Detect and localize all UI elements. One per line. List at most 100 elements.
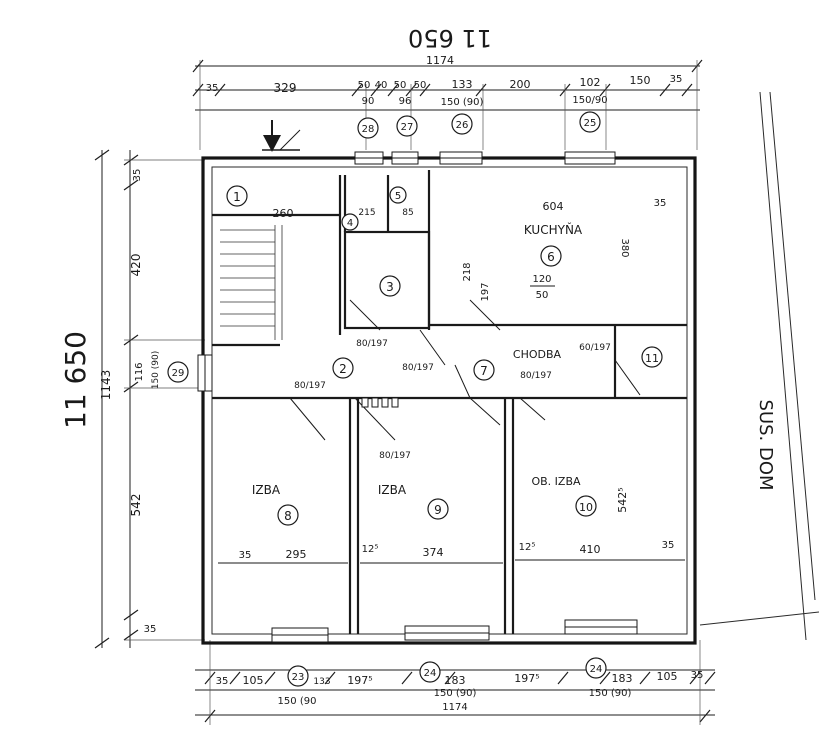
top-dimension-chain: 1174 35 329 50 40 50 50 133 200 102 150 … [192,54,703,150]
door-label-corridor-left: 80/197 [294,381,326,391]
neighbor-label: SUS. DOM [755,399,776,490]
window-tag-25: 25 [584,118,597,129]
room-1: 1 260 [226,185,294,220]
room-4-number: 4 [347,218,353,229]
bottom-windows [271,619,638,643]
window-tag-24b: 24 [590,664,603,675]
left-dim-1: 420 [129,254,143,277]
plan-title-left: 11 650 [59,331,92,429]
room-8: IZBA 8 295 [218,483,348,564]
room-6-label: KUCHYŇA [524,222,583,237]
top-dim-1: 329 [274,81,297,95]
window-tag-24a: 24 [424,668,437,679]
room-4: 4 215 [341,208,376,231]
bottom-opening-0: 150 (90 [278,696,317,707]
window-tag-27: 27 [401,122,414,133]
wall-left-35: 35 [239,550,252,561]
kitchen-120: 120 [532,274,551,285]
left-window [197,354,213,392]
room-1-dim: 260 [273,207,294,220]
room-10-depth: 542⁵ [616,487,629,512]
room-10-number: 10 [579,501,593,514]
neighbor-wall-line [759,91,807,641]
room-10-dim: 410 [580,543,601,556]
overall-bottom-dim: 1174 [442,702,467,713]
left-dimension-chain: 35 420 116 150 (90) 542 35 [94,149,205,649]
room-4-dim: 215 [358,208,375,218]
top-dim-9: 150 [630,74,651,87]
room-7: 7 CHODBA [473,348,562,381]
left-dim-0: 35 [132,169,143,182]
top-dim-8: 102 [580,76,601,89]
room-1-number: 1 [233,190,241,204]
left-dim-3: 542 [129,494,143,517]
top-opening-3: 150/90 [572,95,607,106]
interior-walls [212,170,687,634]
wall-thickness-2: 12⁵ [519,542,536,553]
room-6-kitchen: 604 KUCHYŇA 6 380 35 218 197 120 50 [462,198,666,302]
wall-right-35: 35 [662,540,675,551]
top-dim-10: 35 [670,74,683,85]
bottom-dim-4: 183 [445,674,466,687]
left-opening: 150 (90) [151,351,161,390]
vent-marks [361,397,399,408]
window-tag-28: 28 [362,124,375,135]
room-6-dim: 604 [543,200,564,213]
corridor-label: CHODBA [513,348,562,361]
door-label-room11: 60/197 [579,343,611,353]
top-dim-3: 40 [375,80,388,91]
top-opening-1: 96 [399,96,412,107]
outer-walls [201,156,697,645]
door-label-bath: 80/197 [356,339,388,349]
neighbor-wall-line-2 [769,91,816,601]
kitchen-50: 50 [536,290,549,301]
kitchen-197: 197 [480,282,491,301]
top-dim-7: 200 [510,78,531,91]
room-8-label: IZBA [252,483,281,497]
top-dim-2: 50 [358,80,371,91]
bottom-dim-8: 35 [691,670,704,681]
overall-top-dim: 1174 [426,54,454,67]
room-5-dim: 85 [402,208,413,218]
bottom-dim-5: 197⁵ [514,672,539,685]
window-tag-29: 29 [172,368,185,379]
kitchen-depth: 380 [619,238,630,257]
door-label-corridor-mid: 80/197 [402,363,434,373]
left-dim-4: 35 [144,624,157,635]
kitchen-right: 35 [654,198,667,209]
room-6-number: 6 [547,250,555,264]
top-dim-4: 50 [394,80,407,91]
bottom-dim-0: 35 [216,676,229,687]
room-2-corridor: 2 [332,357,354,379]
wall-thickness-1: 12⁵ [362,544,379,555]
room-9-number: 9 [434,503,442,517]
room-2-number: 2 [339,362,347,376]
room-11: 11 [641,346,663,368]
window-tag-26: 26 [456,120,469,131]
door-label-room9: 80/197 [379,451,411,461]
bottom-opening-2: 150 (90) [589,688,632,699]
staircase [220,225,283,340]
window-tags: 23 24 24 25 26 27 28 29 [167,111,607,687]
room-5: 5 85 [389,186,414,218]
kitchen-218: 218 [462,262,473,281]
room-5-number: 5 [395,191,401,202]
room-11-number: 11 [645,352,659,365]
neighbor-boundary-line [699,611,819,626]
bottom-dim-3: 197⁵ [347,674,372,687]
top-windows [354,151,616,165]
room-9-dim: 374 [423,546,444,559]
plan-title: 11 650 [408,24,492,52]
plan-subtitle-left: 1143 [99,370,113,401]
room-8-number: 8 [284,509,292,523]
room-10: OB. IZBA 10 410 542⁵ [515,475,685,561]
room-8-dim: 295 [286,548,307,561]
room-9: IZBA 9 374 [360,483,503,564]
bottom-dim-2: 133 [313,677,330,687]
door-label-room10: 80/197 [520,371,552,381]
bottom-dim-1: 105 [243,674,264,687]
top-opening-0: 90 [362,96,375,107]
top-dim-6: 133 [452,78,473,91]
bottom-dim-6: 183 [612,672,633,685]
